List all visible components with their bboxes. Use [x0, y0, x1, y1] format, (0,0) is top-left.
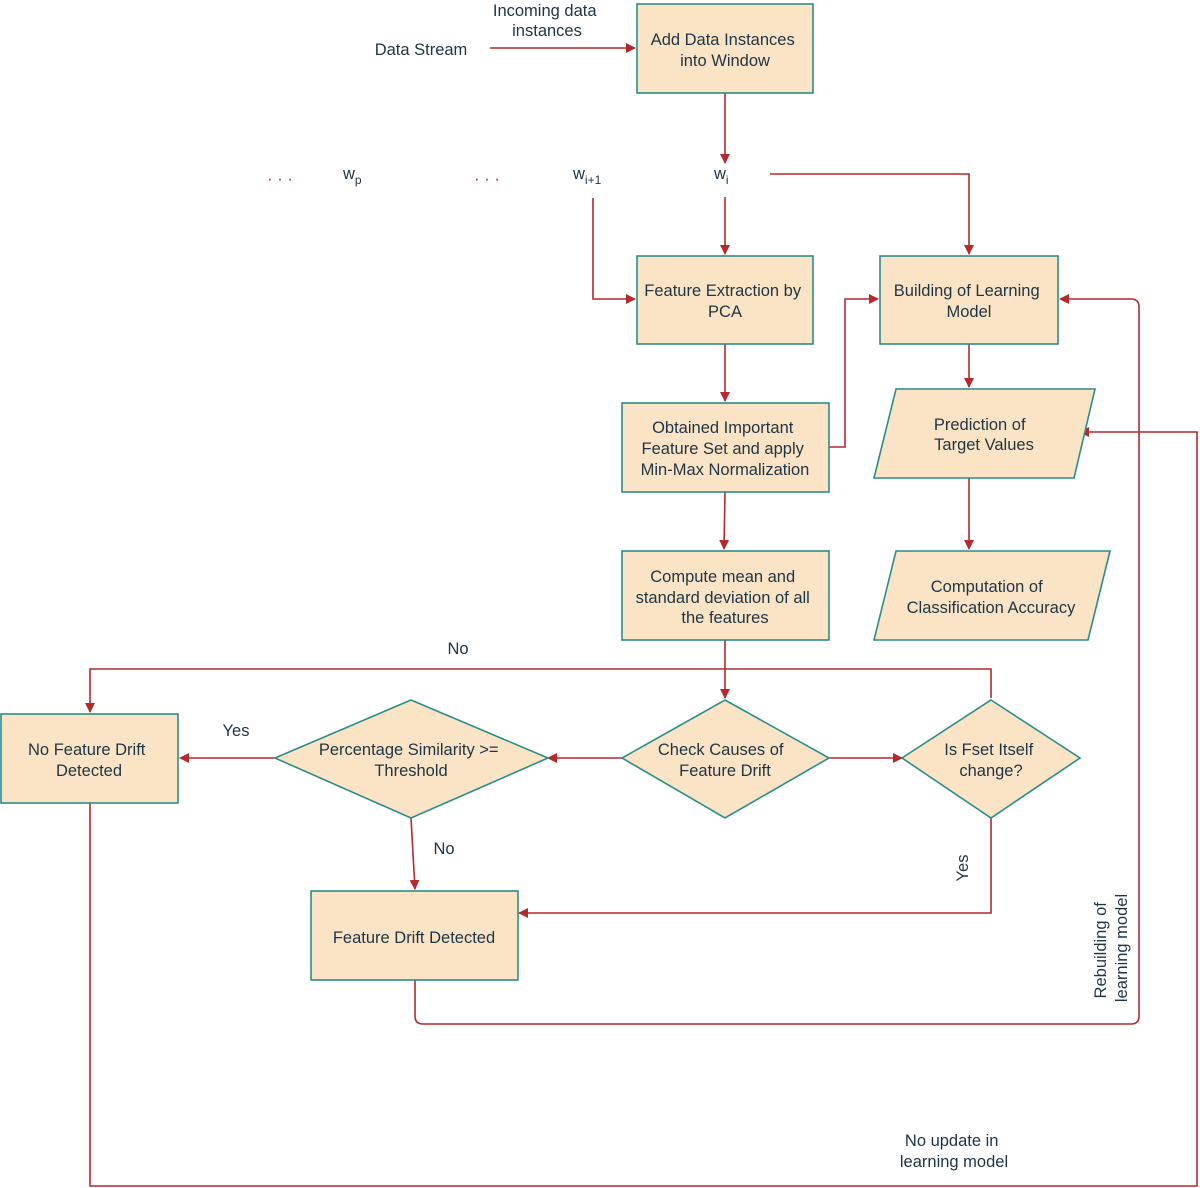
node-important-features-text: Obtained Important Feature Set and apply… — [641, 419, 810, 479]
node-percentage-similarity — [272, 699, 551, 819]
shapes — [0, 3, 1112, 981]
node-feature-extraction — [636, 255, 814, 345]
node-no-drift — [0, 713, 179, 804]
edge-drift-rebuild-model — [414, 294, 1140, 1025]
node-texts: Add Data Instances into Window Feature E… — [28, 31, 1076, 947]
yes-left-label: Yes — [223, 722, 250, 740]
edge-wi-to-build-model — [770, 173, 974, 255]
node-fset-change-text: Is Fset Itself change? — [944, 741, 1038, 780]
node-add-window-text: Add Data Instances into Window — [651, 31, 800, 70]
node-important-features — [621, 402, 830, 493]
incoming-instances-label: Incoming data instances — [493, 2, 601, 40]
ellipsis-left: · · · — [267, 170, 293, 188]
node-fset-change — [900, 699, 1082, 819]
edge-wi1-to-pca — [592, 198, 636, 304]
node-compute-mean-text: Compute mean and standard deviation of a… — [636, 568, 815, 627]
no-top-label: No — [447, 640, 468, 658]
node-accuracy-text: Computation of Classification Accuracy — [907, 578, 1076, 617]
node-accuracy — [872, 550, 1112, 641]
edge-no-drift-no-update — [89, 427, 1198, 1187]
edge-fset-no-to-no-drift — [85, 668, 992, 713]
yes-right-label: Yes — [954, 855, 972, 882]
edge-fset-yes-to-drift — [518, 818, 992, 918]
no-update-label: No update in learning model — [900, 1132, 1008, 1171]
edges — [85, 43, 1198, 1187]
node-check-causes — [620, 699, 831, 819]
node-add-window — [636, 3, 814, 94]
node-check-causes-text: Check Causes of Feature Drift — [658, 741, 788, 780]
window-p-label: wp — [342, 165, 362, 187]
edge-similarity-no-to-drift — [409, 817, 420, 890]
no-bottom-label: No — [433, 840, 454, 858]
window-i1-label: wi+1 — [572, 165, 602, 187]
edge-labels: Data Stream Incoming data instances · · … — [223, 2, 1131, 1171]
rebuilding-label: Rebuilding of learning model — [1092, 894, 1131, 1002]
node-build-model-text: Building of Learning Model — [894, 282, 1044, 321]
node-build-model — [879, 255, 1059, 345]
node-prediction — [872, 388, 1097, 479]
node-prediction-text: Prediction of Target Values — [934, 416, 1034, 454]
node-drift-detected — [310, 890, 519, 981]
node-feature-extraction-text: Feature Extraction by PCA — [644, 282, 805, 321]
node-percentage-similarity-text: Percentage Similarity >= Threshold — [319, 741, 503, 780]
ellipsis-middle: · · · — [474, 170, 500, 188]
data-stream-label: Data Stream — [375, 41, 468, 59]
edge-important-to-build-model — [829, 294, 879, 448]
node-drift-detected-text: Feature Drift Detected — [333, 929, 495, 947]
edge-important-to-compute — [719, 491, 730, 550]
node-compute-mean — [621, 550, 830, 641]
window-i-label: wi — [713, 165, 729, 187]
node-no-drift-text: No Feature Drift Detected — [28, 741, 150, 780]
